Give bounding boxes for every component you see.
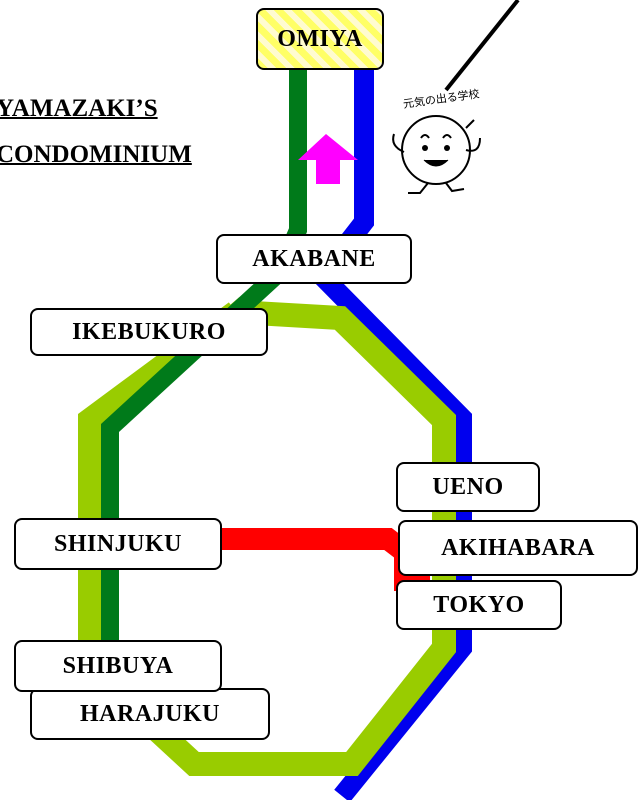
station-akabane[interactable]: AKABANE xyxy=(216,234,412,284)
station-tokyo[interactable]: TOKYO xyxy=(396,580,562,630)
title-line-1: YAMAZAKI’S xyxy=(0,95,158,122)
smiling-ball-mascot-icon xyxy=(392,115,481,194)
station-shibuya[interactable]: SHIBUYA xyxy=(14,640,222,692)
station-harajuku[interactable]: HARAJUKU xyxy=(30,688,270,740)
station-ueno[interactable]: UENO xyxy=(396,462,540,512)
pointer-line xyxy=(444,0,520,92)
title-line-2: CONDOMINIUM xyxy=(0,141,192,168)
station-ikebukuro[interactable]: IKEBUKURO xyxy=(30,308,268,356)
station-omiya[interactable]: OMIYA xyxy=(256,8,384,70)
up-arrow-icon xyxy=(298,134,358,184)
station-shinjuku[interactable]: SHINJUKU xyxy=(14,518,222,570)
station-akihabara[interactable]: AKIHABARA xyxy=(398,520,638,576)
